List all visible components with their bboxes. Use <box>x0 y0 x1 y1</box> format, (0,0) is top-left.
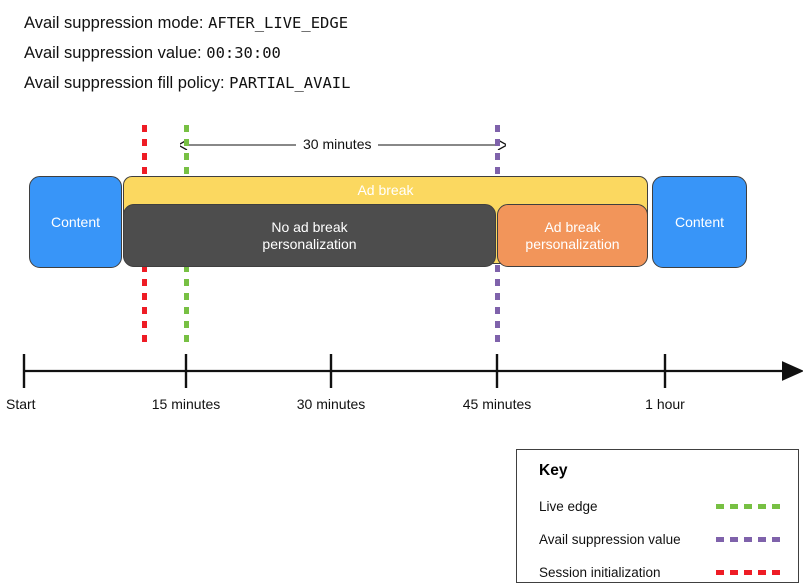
axis-tick-label-1-hour: 1 hour <box>645 396 685 412</box>
legend-item-live-edge: Live edge <box>539 496 784 516</box>
block-content-right-label: Content <box>674 213 725 230</box>
block-no-ad-break-personalization-label: No ad break personalization <box>262 218 357 252</box>
axis-tick-label-start: Start <box>6 396 36 412</box>
parameter-label-value: Avail suppression value: <box>24 44 202 62</box>
axis-tick-label-30-minutes: 30 minutes <box>296 396 366 412</box>
parameter-label-fill-policy: Avail suppression fill policy: <box>24 74 225 92</box>
legend-item-session-initialization-label: Session initialization <box>539 564 661 580</box>
duration-annotation-label: 30 minutes <box>296 136 379 152</box>
parameter-label-mode: Avail suppression mode: <box>24 14 204 32</box>
block-content-left-label: Content <box>50 213 101 230</box>
parameter-value-mode: AFTER_LIVE_EDGE <box>208 14 349 32</box>
parameter-row-value: Avail suppression value: 00:30:00 <box>24 38 350 68</box>
block-no-ad-break-personalization[interactable]: No ad break personalization <box>123 204 496 267</box>
axis-tick-label-45-minutes: 45 minutes <box>462 396 532 412</box>
parameter-value-value: 00:30:00 <box>206 44 281 62</box>
block-ad-break-personalization[interactable]: Ad break personalization <box>497 204 648 267</box>
legend-swatch-session-initialization <box>716 569 784 575</box>
legend-item-avail-suppression-value: Avail suppression value <box>539 529 784 549</box>
parameter-value-fill-policy: PARTIAL_AVAIL <box>229 74 351 92</box>
axis-tick-label-15-minutes: 15 minutes <box>151 396 221 412</box>
legend-title: Key <box>539 462 568 479</box>
block-content-left[interactable]: Content <box>29 176 122 268</box>
legend-key-box: Key Live edge Avail suppression value Se… <box>516 449 799 583</box>
parameter-list: Avail suppression mode: AFTER_LIVE_EDGE … <box>24 8 350 98</box>
time-axis <box>22 354 803 388</box>
legend-swatch-avail-suppression-value <box>716 536 784 542</box>
block-content-right[interactable]: Content <box>652 176 747 268</box>
block-ad-break-personalization-label: Ad break personalization <box>525 218 620 252</box>
block-ad-break-label: Ad break <box>357 182 414 198</box>
parameter-row-fill-policy: Avail suppression fill policy: PARTIAL_A… <box>24 68 350 98</box>
legend-swatch-live-edge <box>716 503 784 509</box>
legend-item-avail-suppression-value-label: Avail suppression value <box>539 531 681 547</box>
legend-item-session-initialization: Session initialization <box>539 562 784 582</box>
legend-item-live-edge-label: Live edge <box>539 498 598 514</box>
parameter-row-mode: Avail suppression mode: AFTER_LIVE_EDGE <box>24 8 350 38</box>
